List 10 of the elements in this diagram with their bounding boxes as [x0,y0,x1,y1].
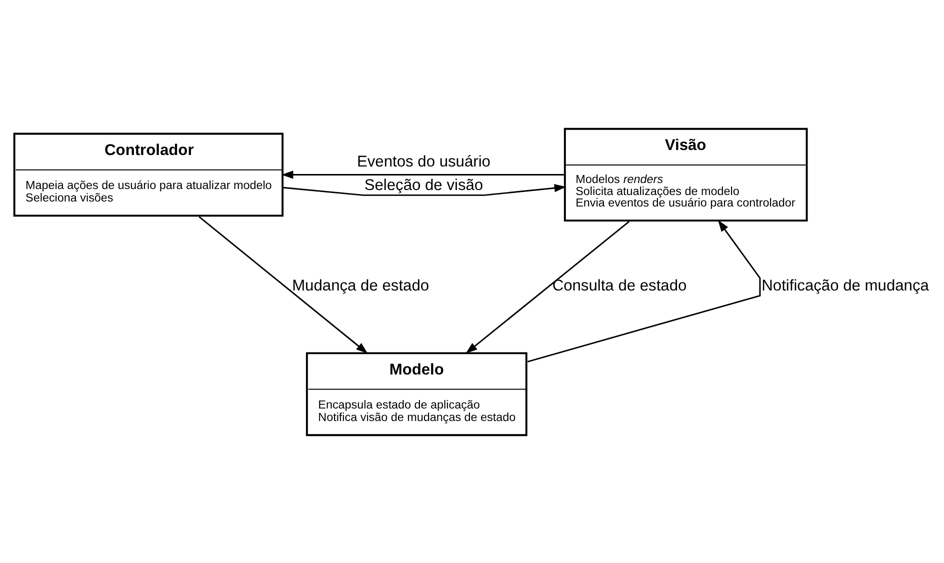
edge-label: Eventos do usuário [356,153,490,170]
arrow [466,220,630,354]
edge-label: Seleção de visão [364,176,484,194]
edge-label: Notificação de mudança [762,277,929,294]
edge-label: Consulta de estado [552,277,687,294]
edge-label: Mudança de estado [292,277,430,294]
arrow [284,183,566,196]
arrow [281,170,564,178]
arrow [527,220,761,362]
arrow [198,216,368,354]
